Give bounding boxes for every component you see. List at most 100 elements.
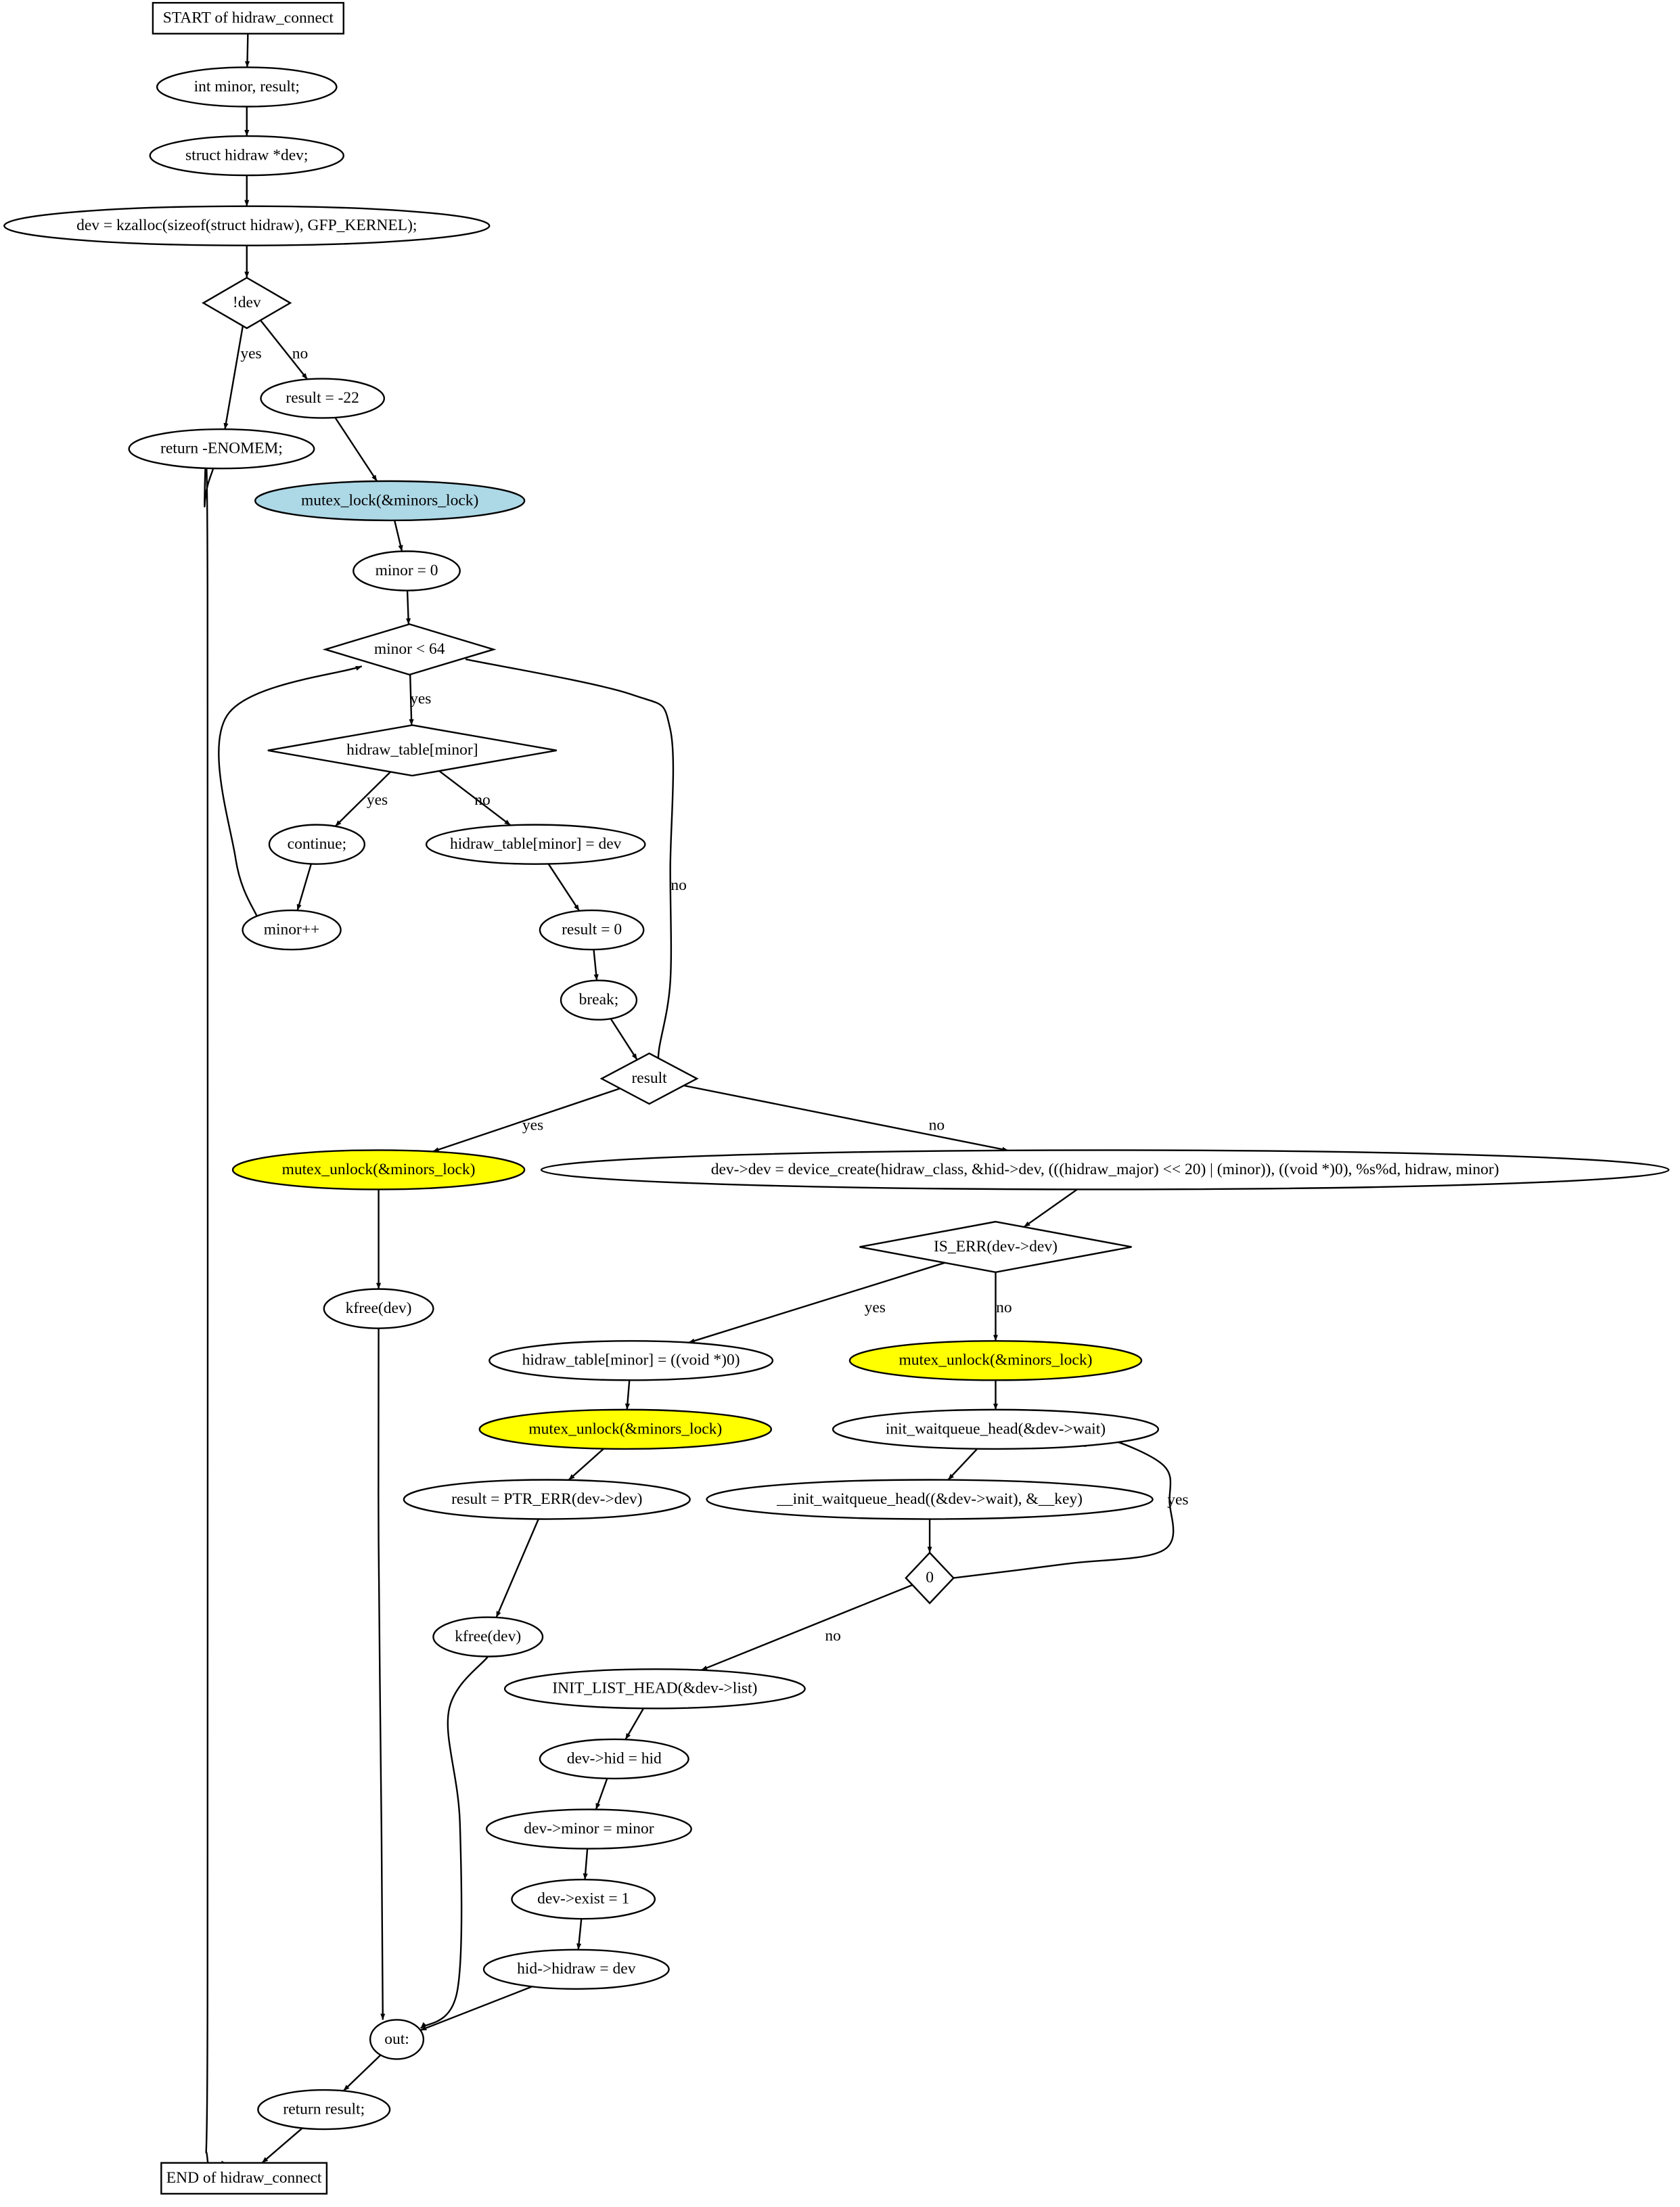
node-shape-ellipse [432,1616,544,1657]
edge-d_table-to-assign [438,770,512,826]
node-label: __init_waitqueue_head((&dev->wait), &__k… [776,1490,1083,1508]
edge-minorpp-to-d_minor [218,665,363,919]
node-d_table: hidraw_table[minor] [267,724,557,777]
edge-kfree1-to-out [378,1328,386,2020]
node-out: out: [369,2019,425,2060]
node-minorpp: minor++ [242,909,342,951]
edge-d_minor-to-d_table [409,674,414,726]
node-initlist: INIT_LIST_HEAD(&dev->list) [503,1668,806,1710]
edge-devhid-to-devminor [595,1778,608,1810]
edge-label-yes: yes [1167,1491,1188,1509]
node-retres: return result; [257,2089,391,2131]
node-label: IS_ERR(dev->dev) [934,1238,1058,1255]
node-res22: result = -22 [260,378,386,419]
node-lock: mutex_lock(&minors_lock) [254,480,526,522]
node-devexist: dev->exist = 1 [511,1878,656,1920]
node-d_dev: !dev [202,276,292,330]
node-create: dev->dev = device_create(hidraw_class, &… [540,1149,1670,1190]
node-unlock3: mutex_unlock(&minors_lock) [848,1340,1143,1381]
node-brk: break; [560,979,638,1021]
edge-label-yes: yes [367,791,388,809]
node-shape-ellipse [353,550,461,592]
edge-assign-to-res0 [547,863,581,912]
node-assign: hidraw_table[minor] = dev [425,824,646,865]
edge-devminor-to-devexist [583,1848,589,1880]
edge-d_table-to-cont [334,771,391,827]
node-shape-ellipse [540,1149,1670,1190]
edge-label-no: no [474,791,491,809]
node-label: 0 [926,1569,934,1586]
edge-cont-to-minorpp [296,864,313,911]
edge-unlock2-to-ptrerr [568,1448,605,1481]
node-label: kfree(dev) [346,1299,412,1317]
edge-res22-to-lock [334,417,378,482]
node-label: continue; [288,835,346,853]
node-hidhidraw: hid->hidraw = dev [482,1948,670,1990]
node-d_minor: minor < 64 [322,623,497,676]
node-shape-ellipse [489,1340,774,1381]
node-d_result: result [599,1052,699,1105]
node-shape-ellipse [425,824,646,865]
node-shape-ellipse [242,909,342,951]
node-label: mutex_unlock(&minors_lock) [282,1161,476,1178]
node-shape-ellipse [257,2089,391,2131]
edge-tblnull-to-unlock2 [625,1380,631,1410]
node-minor0: minor = 0 [353,550,461,592]
node-shape-diamond [905,1551,955,1605]
edge-res0-to-brk [593,949,599,981]
node-label: break; [579,991,619,1008]
node-label: mutex_unlock(&minors_lock) [899,1352,1093,1369]
edge-minor0-to-d_minor [405,590,411,625]
edge-d_dev-to-ret_nomem [223,326,244,430]
node-shape-ellipse [511,1878,656,1920]
edge-initlist-to-devhid [625,1708,645,1740]
edge-d_result-to-create [683,1084,1009,1152]
node-start: START of hidraw_connect [152,1,344,35]
node-end: END of hidraw_connect [160,2162,328,2195]
node-label: dev->exist = 1 [537,1890,629,1908]
node-n1: int minor, result; [156,66,338,108]
node-label: mutex_lock(&minors_lock) [301,491,478,509]
node-shape-ellipse [848,1340,1143,1381]
node-label: result = 0 [562,920,622,938]
node-shape-diamond [859,1220,1132,1273]
node-shape-ellipse [231,1149,526,1190]
edge-label-no: no [671,876,687,894]
edge-lock-to-minor0 [393,520,403,552]
node-label: dev->minor = minor [524,1820,654,1837]
node-shape-ellipse [482,1948,670,1990]
node-label: result [631,1069,667,1087]
node-label: out: [384,2030,409,2048]
node-shape-box [152,1,344,35]
edge-brk-to-d_result [610,1018,638,1061]
node-res0: result = 0 [539,909,645,951]
edge-label-no: no [292,345,309,363]
edge-retres-to-end [261,2127,303,2164]
node-label: !dev [233,294,261,311]
node-label: INIT_LIST_HEAD(&dev->list) [552,1680,757,1697]
edge-label-no: no [996,1299,1012,1316]
node-label: kfree(dev) [455,1628,521,1645]
node-shape-ellipse [268,824,366,865]
node-kfree2: kfree(dev) [432,1616,544,1657]
edge-ret_nomem-to-end [204,459,228,2177]
node-shape-ellipse [539,1738,689,1780]
edge-d_minor-to-d_result [465,658,675,1067]
edge-start-to-n1 [244,33,250,68]
edge-initwq-to-initwq2 [947,1448,978,1481]
node-d_zero: 0 [905,1551,955,1605]
node-shape-ellipse [128,428,315,470]
node-shape-ellipse [254,480,526,522]
node-label: hidraw_table[minor] = ((void *)0) [522,1352,740,1369]
node-label: minor < 64 [374,640,445,658]
edges-layer [204,33,1175,2177]
node-label: mutex_unlock(&minors_lock) [528,1420,722,1437]
edge-label-yes: yes [522,1117,543,1134]
edge-label-yes: yes [240,345,261,363]
node-label: minor++ [264,920,320,938]
node-shape-ellipse [3,205,491,246]
node-n3: dev = kzalloc(sizeof(struct hidraw), GFP… [3,205,491,246]
